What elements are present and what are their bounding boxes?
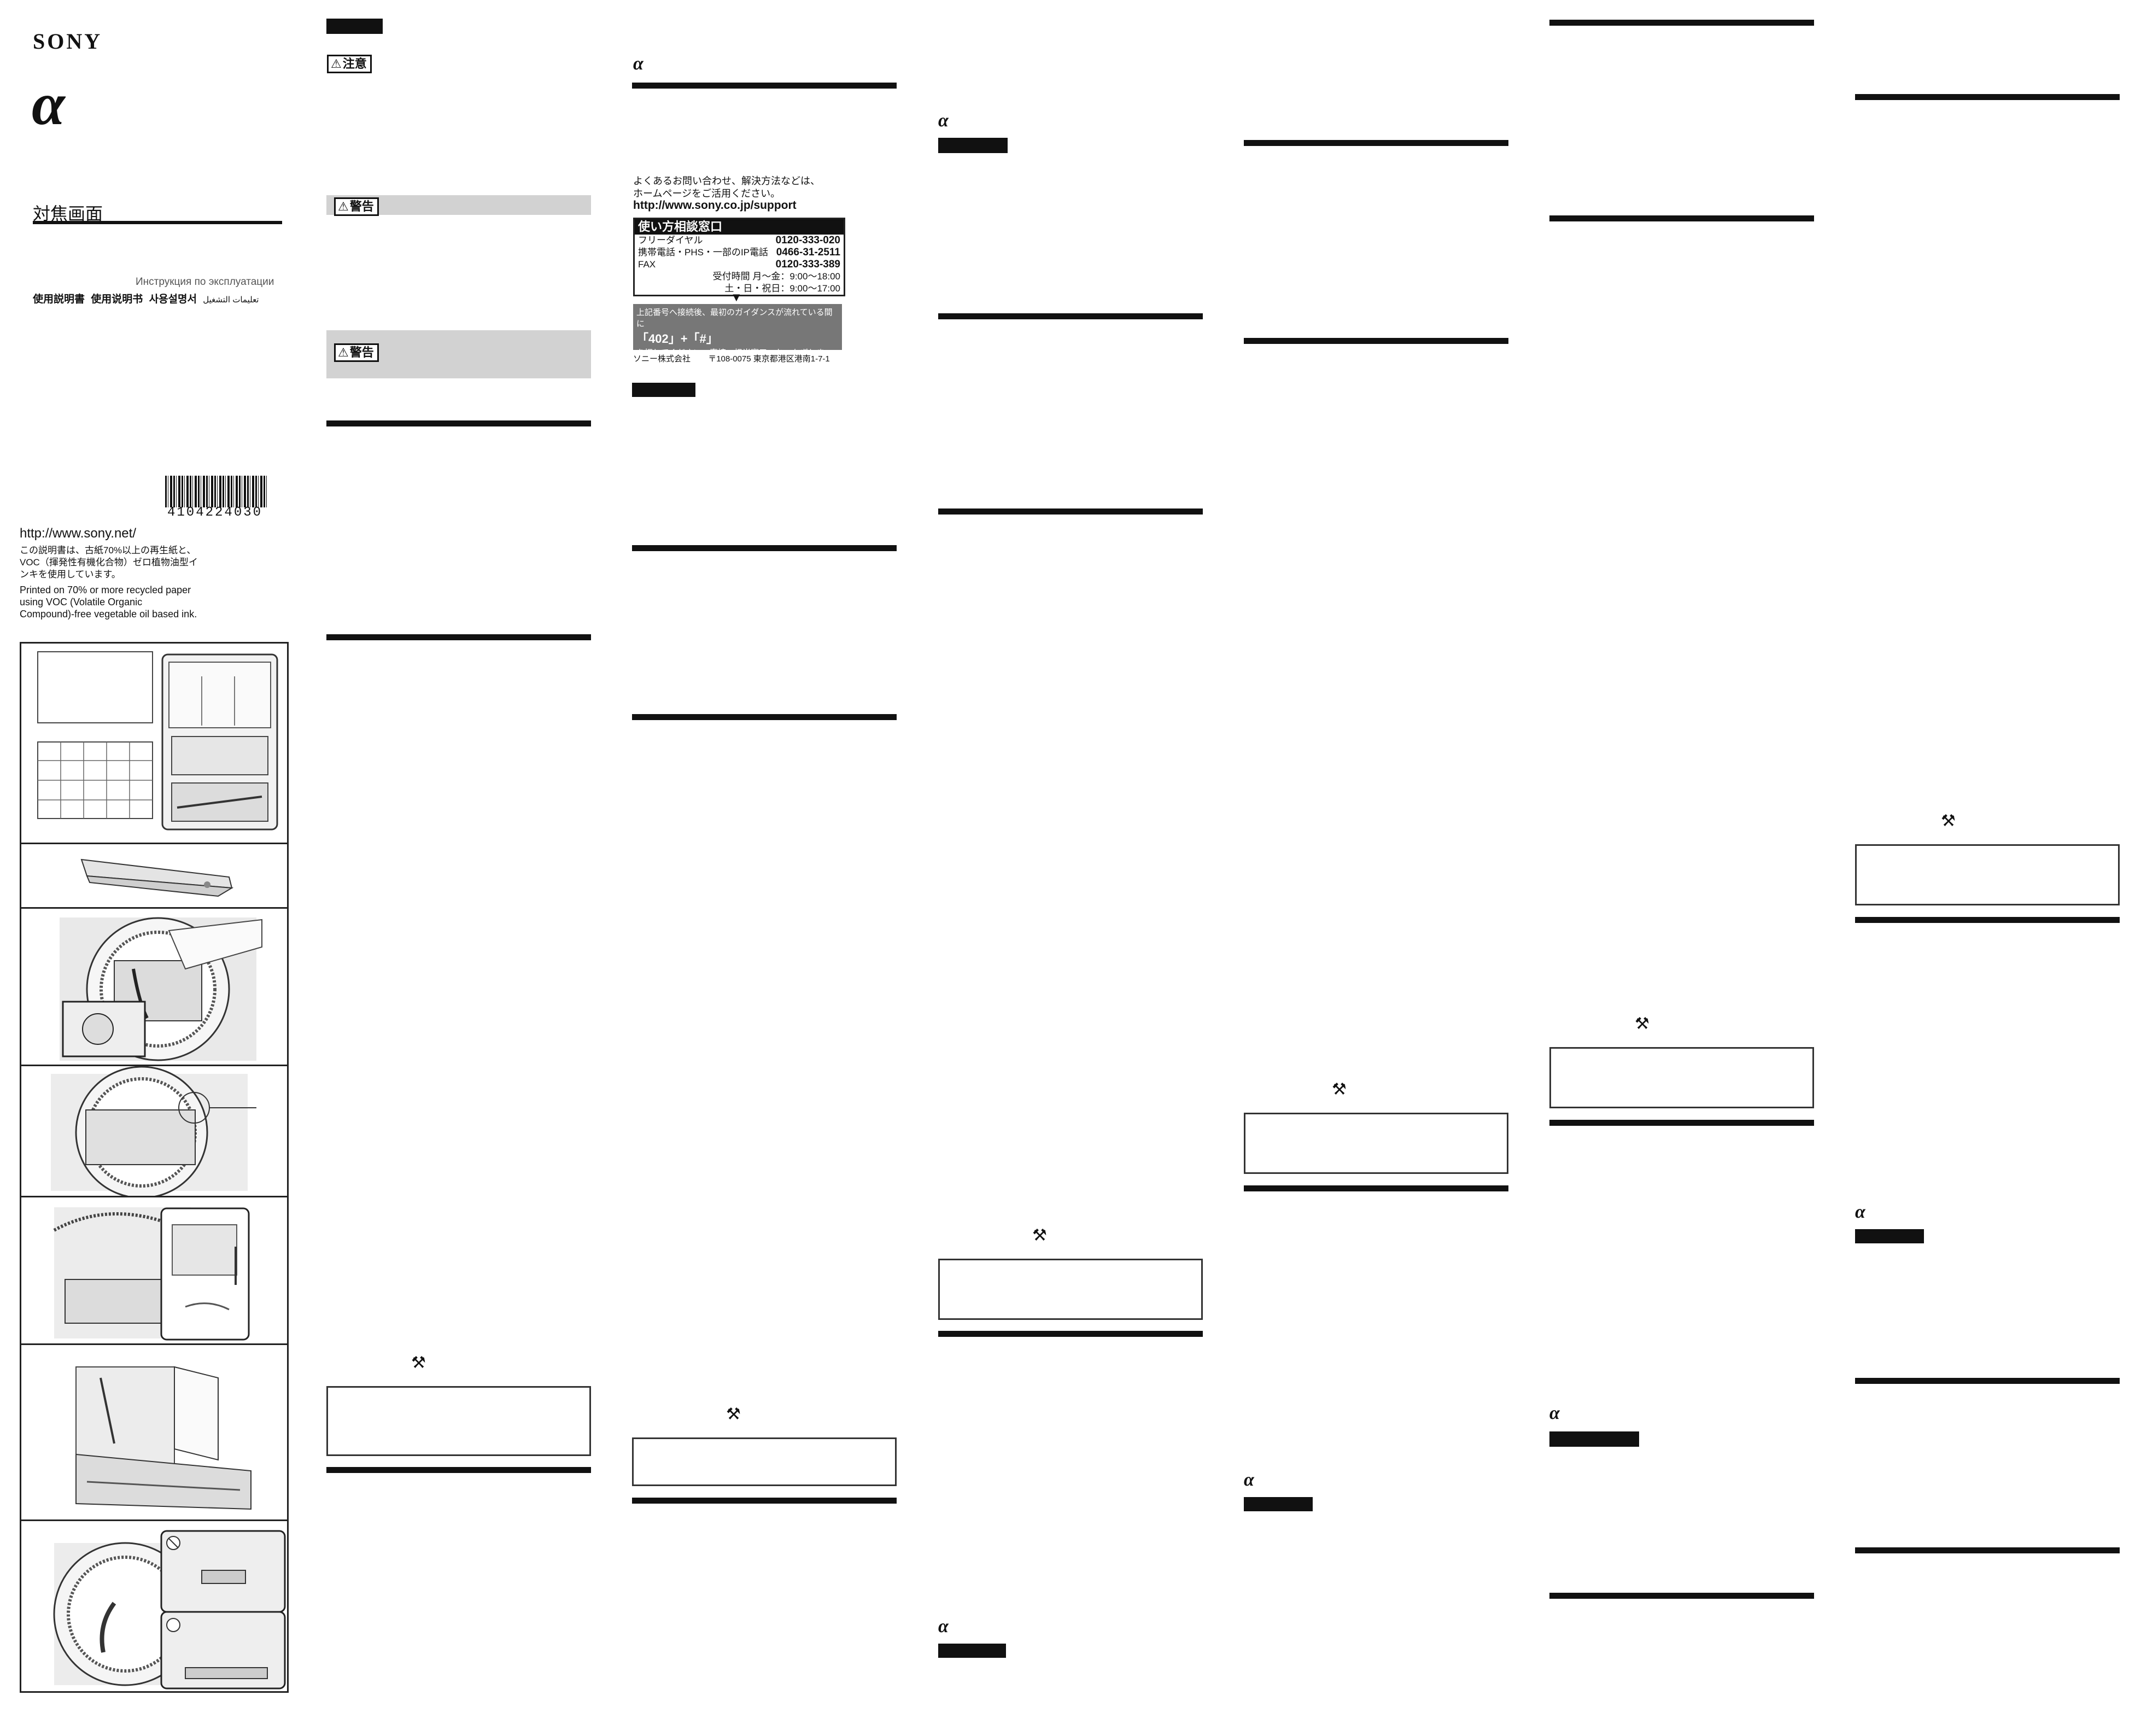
support-url[interactable]: http://www.sony.co.jp/support <box>633 199 797 212</box>
support-header: 使い方相談窓口 <box>635 219 844 235</box>
down-arrow-icon: ▼ <box>730 290 742 304</box>
caution-triangle-icon: ⚠ <box>331 57 342 71</box>
support-intro: よくあるお問い合わせ、解決方法などは、 ホームページをご活用ください。 <box>633 176 820 199</box>
illustration-case-open <box>21 1343 287 1519</box>
col5-rule-2 <box>1244 338 1508 344</box>
sony-url[interactable]: http://www.sony.net/ <box>20 526 136 541</box>
col6-rule-1 <box>1549 20 1814 26</box>
section-tag <box>632 383 695 397</box>
alpha-logo-icon: α <box>1855 1202 1865 1222</box>
alpha-logo-icon: α <box>32 71 65 137</box>
alpha-logo-icon: α <box>938 110 949 131</box>
col6-rule-4 <box>1549 1593 1814 1599</box>
col2-rule-2 <box>326 634 591 640</box>
wrench-icon: ⚒ <box>1332 1080 1347 1098</box>
sony-logo: SONY <box>33 29 103 54</box>
warning-triangle-icon: ⚠ <box>338 346 349 359</box>
illustration-screens-case <box>21 644 287 843</box>
free-dial-number[interactable]: 0120-333-020 <box>775 235 840 246</box>
section-tag <box>938 138 1008 153</box>
col4-note-box <box>938 1259 1203 1320</box>
section-tag <box>326 19 383 34</box>
wrench-icon: ⚒ <box>1941 812 1956 830</box>
wrench-icon: ⚒ <box>726 1405 741 1423</box>
mobile-number[interactable]: 0466-31-2511 <box>776 247 840 258</box>
col4-rule-3 <box>938 1331 1203 1337</box>
col5-note-box <box>1244 1113 1508 1174</box>
wrench-icon: ⚒ <box>411 1354 426 1372</box>
manual-ar: تعليمات التشغيل <box>203 295 259 305</box>
col3-note-box <box>632 1437 897 1486</box>
warning-label-1: ⚠警告 <box>334 197 379 216</box>
alpha-logo-icon: α <box>938 1616 949 1636</box>
recycle-note-en: Printed on 70% or more recycled paper us… <box>20 584 197 619</box>
screens-case-drawing <box>37 651 278 831</box>
illustration-mount-insert <box>21 907 287 1065</box>
mount-screen-drawing <box>51 1066 256 1199</box>
col2-rule-3 <box>326 1467 591 1473</box>
barcode <box>165 476 267 507</box>
manual-russian: Инструкция по эксплуатации <box>136 276 274 288</box>
tweezers-drawing <box>80 858 234 897</box>
fax-number: 0120-333-389 <box>775 259 840 270</box>
illustration-mount-screen <box>21 1065 287 1199</box>
col3-rule-3 <box>632 714 897 720</box>
manual-languages: 使用説明書 使用说明书 사용설명서 تعليمات التشغيل <box>33 291 259 306</box>
col2-rule-1 <box>326 420 591 426</box>
part-number: 4104224030 <box>167 505 263 520</box>
illustration-remove <box>21 1519 287 1690</box>
manual-zh-cn: 使用说明书 <box>91 294 143 305</box>
col5-rule-1 <box>1244 140 1508 146</box>
manual-ja: 使用説明書 <box>33 294 85 305</box>
col5-rule-3 <box>1244 1185 1508 1191</box>
col7-rule-1 <box>1855 94 2120 100</box>
col3-rule-1 <box>632 83 897 89</box>
col6-rule-3 <box>1549 1120 1814 1126</box>
col6-rule-2 <box>1549 215 1814 221</box>
support-contact-box: 使い方相談窓口 フリーダイヤル 0120-333-020 携帯電話・PHS・一部… <box>633 218 845 296</box>
illustration-screen-handling <box>21 1196 287 1343</box>
caution-label: ⚠注意 <box>327 55 372 73</box>
col4-rule-2 <box>938 508 1203 515</box>
hours-weekday: 受付時間 月〜金：9:00〜18:00 <box>712 271 840 282</box>
col7-rule-4 <box>1855 1547 2120 1553</box>
col2-note-box <box>326 1386 591 1456</box>
manual-ko: 사용설명서 <box>149 294 197 305</box>
screen-handling-drawing <box>53 1207 250 1341</box>
section-tag <box>1244 1497 1313 1511</box>
alpha-logo-icon: α <box>1549 1403 1560 1423</box>
col3-rule-2 <box>632 545 897 551</box>
warning-label-2: ⚠警告 <box>334 343 379 362</box>
warning-triangle-icon: ⚠ <box>338 200 349 213</box>
fax-row: FAX 0120-333-389 <box>638 259 840 270</box>
title-rule <box>33 221 282 224</box>
alpha-logo-icon: α <box>633 54 644 74</box>
hours-weekend: 土・日・祝日：9:00〜17:00 <box>724 283 840 294</box>
wrench-icon: ⚒ <box>1635 1015 1649 1033</box>
support-guidance-note: 上記番号へ接続後、最初のガイダンスが流れている間に 「402」+「#」 を押して… <box>633 304 842 369</box>
product-title: 対焦画面 <box>33 204 103 224</box>
mobile-row: 携帯電話・PHS・一部のIP電話 0466-31-2511 <box>638 247 840 258</box>
company-address: ソニー株式会社 〒108-0075 東京都港区港南1-7-1 <box>633 354 830 364</box>
free-dial-row: フリーダイヤル 0120-333-020 <box>638 235 840 246</box>
wrench-icon: ⚒ <box>1032 1226 1047 1244</box>
col6-note-box <box>1549 1047 1814 1108</box>
col3-rule-4 <box>632 1498 897 1504</box>
illustration-tweezers <box>21 843 287 907</box>
col7-rule-3 <box>1855 1378 2120 1384</box>
col7-rule-2 <box>1855 917 2120 923</box>
section-tag <box>1855 1229 1924 1243</box>
section-tag <box>938 1644 1006 1658</box>
recycle-note-ja: この説明書は、古紙70%以上の再生紙と、 VOC（揮発性有機化合物）ゼロ植物油型… <box>20 545 198 580</box>
col7-note-box <box>1855 844 2120 905</box>
case-open-drawing <box>75 1366 251 1510</box>
section-tag <box>1549 1431 1639 1447</box>
alpha-logo-icon: α <box>1244 1470 1254 1490</box>
remove-drawing <box>53 1530 286 1690</box>
illustration-frame <box>20 642 289 1693</box>
mount-insert-drawing <box>60 917 262 1061</box>
col4-rule-1 <box>938 313 1203 319</box>
